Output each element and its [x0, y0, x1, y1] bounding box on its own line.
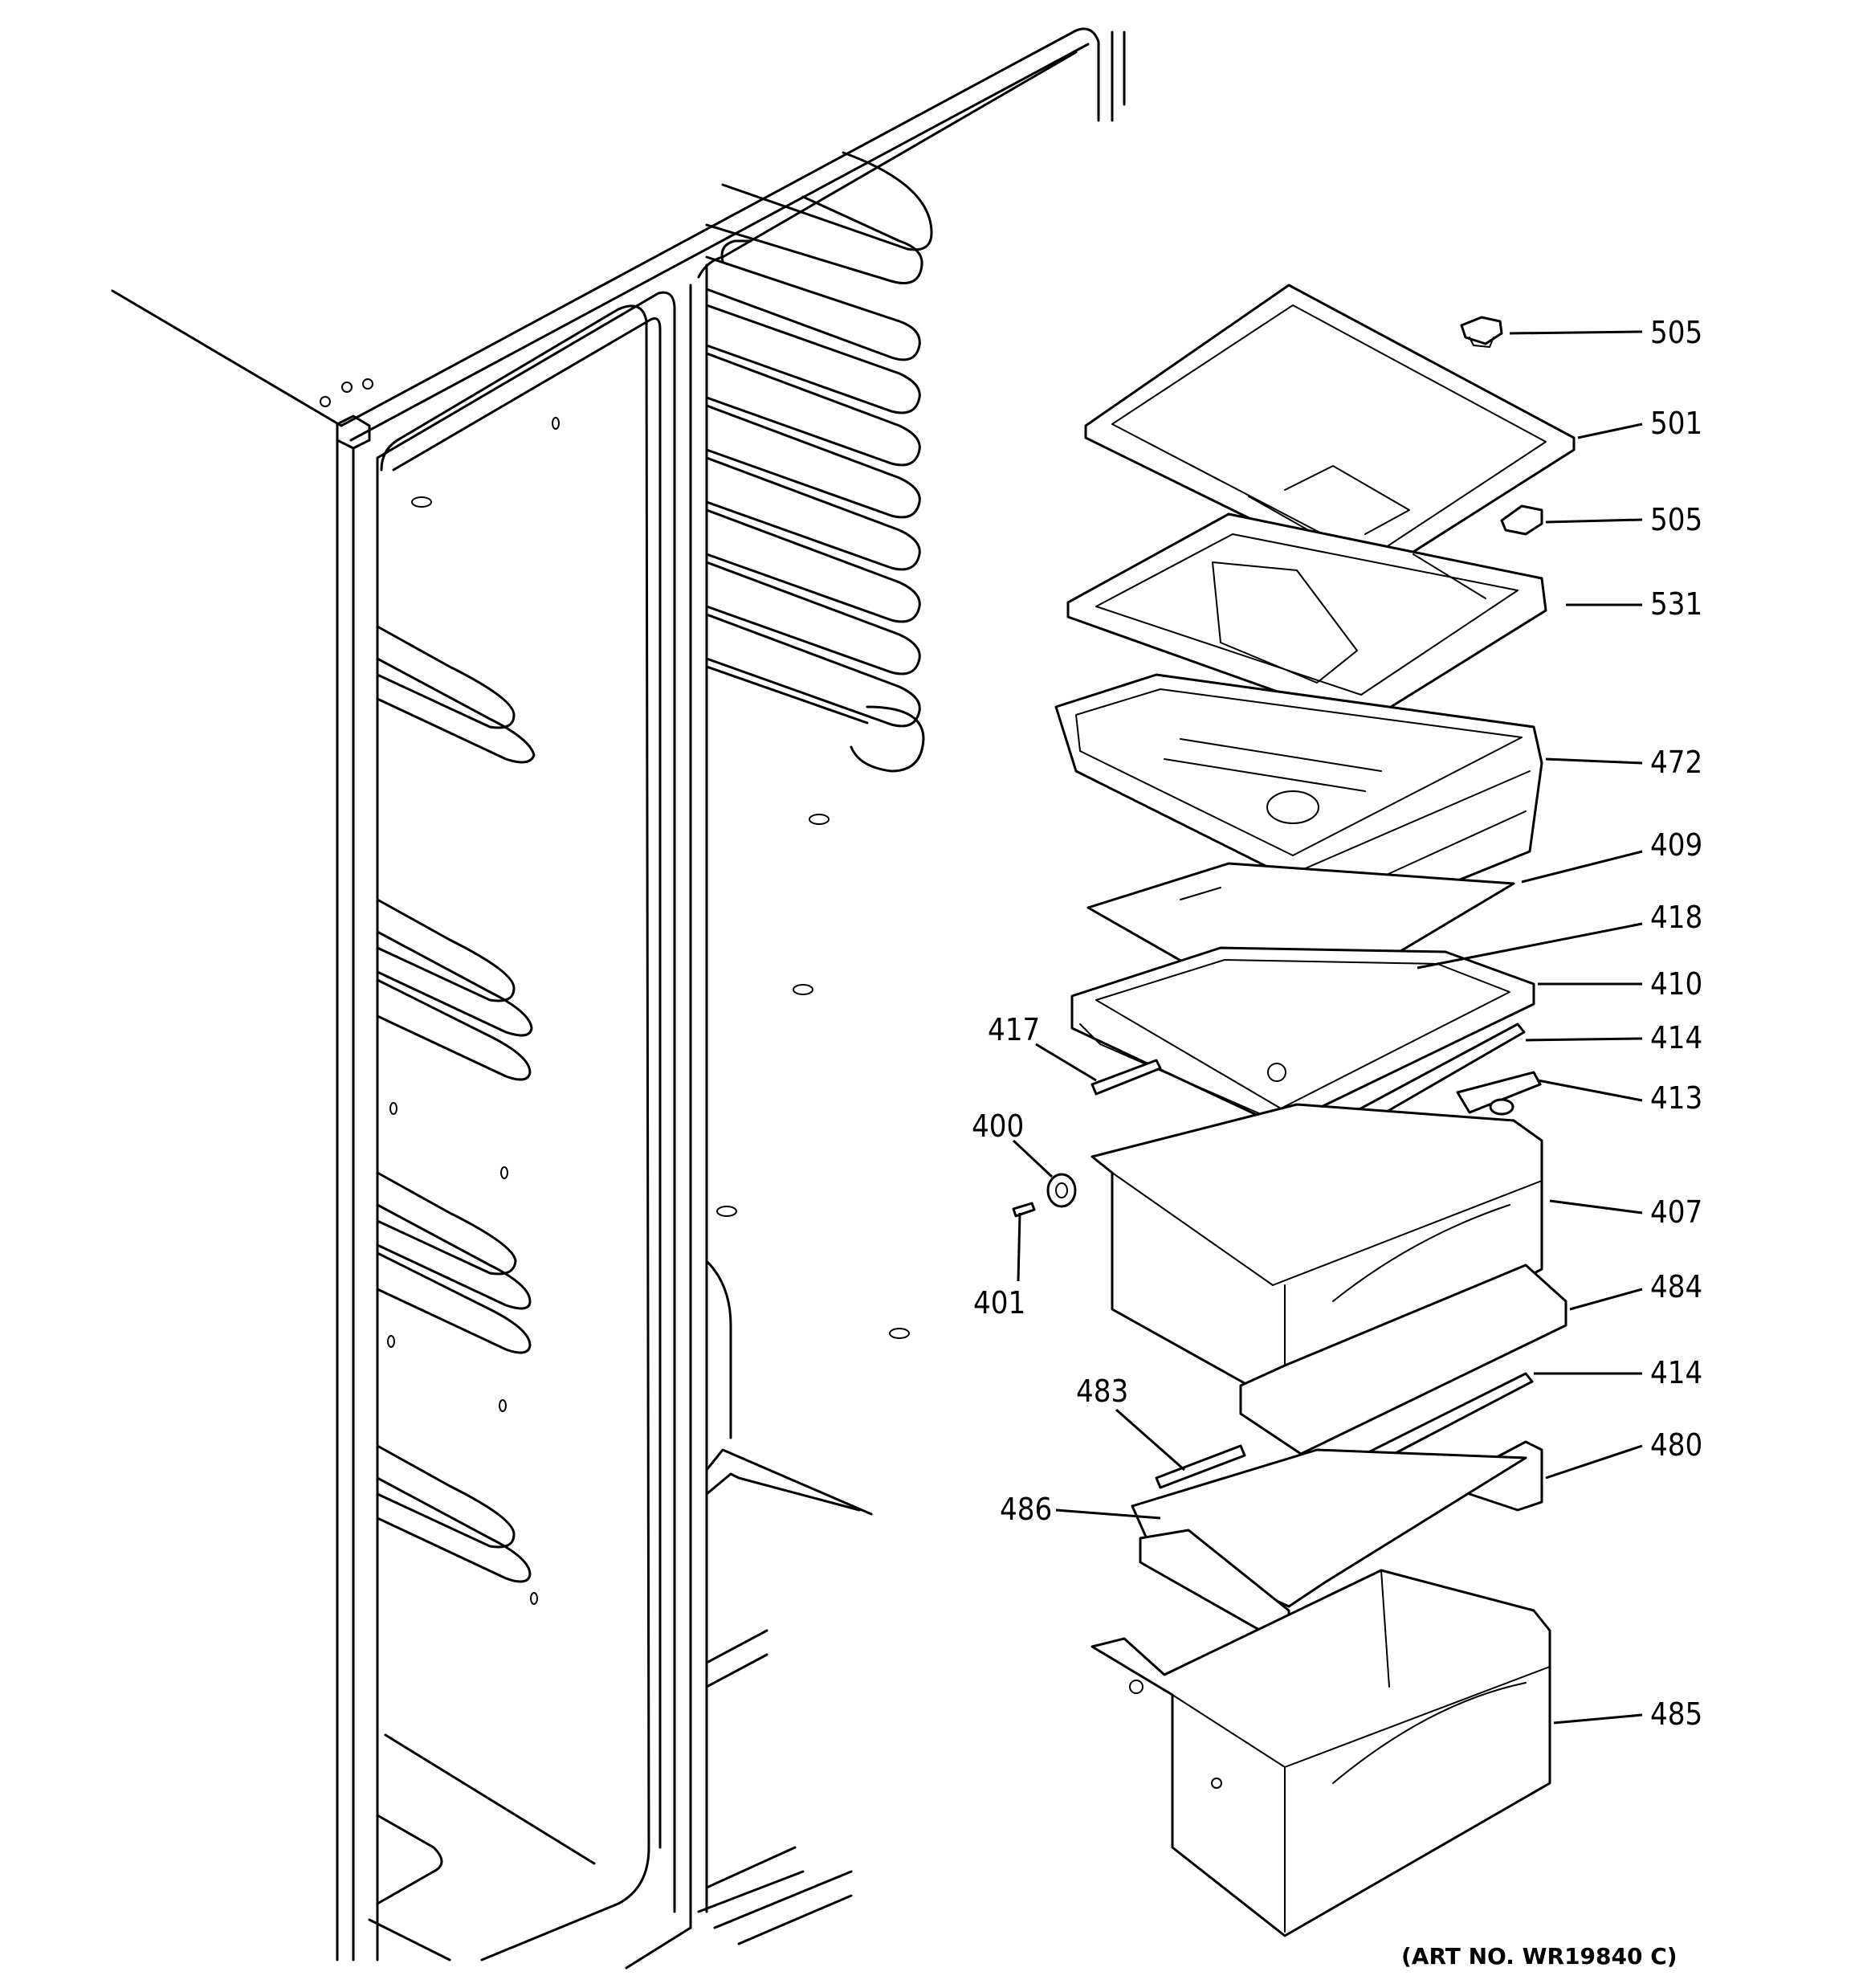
part-410-frame [1070, 946, 1535, 1126]
art-number: (ART NO. WR19840 C) [1401, 1943, 1678, 1970]
part-400-401-fasteners [1012, 1173, 1077, 1218]
callout-410: 410 [1650, 966, 1702, 1002]
callout-400: 400 [972, 1108, 1024, 1144]
part-407-drawer [1090, 1103, 1543, 1407]
part-484-cover [1239, 1263, 1567, 1455]
callout-418: 418 [1650, 900, 1702, 935]
callout-501: 501 [1650, 406, 1702, 441]
callout-483: 483 [1076, 1374, 1128, 1409]
shelf-ribs [705, 151, 933, 773]
callout-417: 417 [988, 1012, 1040, 1047]
part-485-drawer [1090, 1569, 1551, 1937]
leader-lines [1012, 330, 1643, 1725]
callout-531: 531 [1650, 586, 1702, 622]
part-531-cover [1066, 512, 1547, 725]
callout-409: 409 [1650, 827, 1702, 863]
callout-414-upper: 414 [1650, 1020, 1702, 1055]
callout-480: 480 [1650, 1427, 1702, 1463]
part-413-handle [1456, 1071, 1542, 1116]
callout-484: 484 [1650, 1269, 1702, 1304]
part-505-top-clip [1460, 316, 1503, 348]
part-483-rod [1155, 1444, 1246, 1489]
callout-414-lower: 414 [1650, 1355, 1702, 1390]
callout-413: 413 [1650, 1080, 1702, 1116]
callout-407: 407 [1650, 1194, 1702, 1230]
callout-505-top: 505 [1650, 315, 1702, 350]
cabinet-drawing [111, 27, 1126, 1970]
callout-472: 472 [1650, 745, 1702, 780]
part-417-rod [1090, 1059, 1162, 1096]
callout-401: 401 [973, 1285, 1025, 1321]
callout-486: 486 [1000, 1492, 1052, 1527]
callout-485: 485 [1650, 1696, 1702, 1732]
callout-505-mid: 505 [1650, 502, 1702, 537]
door-bins [376, 625, 536, 1583]
part-505-mid-clip [1500, 504, 1543, 536]
callout-labels: 505 501 505 531 472 409 418 410 417 414 … [972, 315, 1702, 1732]
